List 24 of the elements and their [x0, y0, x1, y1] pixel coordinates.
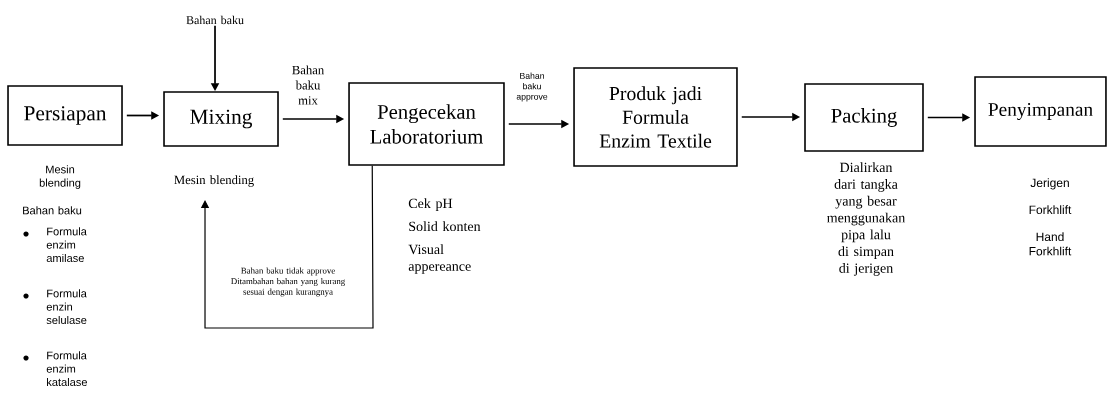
note-text: Hand Forkhlift	[1029, 232, 1072, 256]
process-box: Pengecekan Laboratorium	[348, 82, 505, 166]
list-item: Formula enzin selulase	[46, 289, 87, 325]
process-box: Persiapan	[7, 85, 123, 146]
note-text: Bahan baku	[23, 206, 82, 215]
process-box: Produk jadi Formula Enzim Textile	[573, 67, 738, 167]
note-text: Visual appereance	[408, 244, 471, 274]
input-label: Bahan baku	[186, 15, 244, 25]
process-box: Mixing	[163, 91, 279, 147]
edge-label: Bahan baku approve	[510, 71, 554, 103]
note-text: Cek pH	[408, 198, 453, 211]
list-item: Formula enzim katalase	[46, 351, 87, 387]
edge-label: Bahan baku tidak approve Ditambahan bahan yang kurang sesuai dengan kurangnya	[225, 266, 351, 298]
list-item: Formula enzim amilase	[46, 227, 87, 263]
note-text: Mesin blending	[39, 165, 81, 189]
process-box: Packing	[804, 83, 924, 152]
note-text: Jerigen	[1030, 178, 1069, 190]
edge-label: Bahan baku mix	[286, 64, 330, 106]
note-text: Solid konten	[409, 221, 481, 232]
arrow	[200, 165, 374, 329]
note-text: Mesin blending	[174, 175, 254, 187]
process-box: Penyimpanan	[974, 76, 1107, 147]
note-text: Forkhlift	[1029, 205, 1072, 215]
note-text: Dialirkan dari tangka yang besar menggunakan pipa lalu di simpan di jerigen	[827, 162, 906, 276]
